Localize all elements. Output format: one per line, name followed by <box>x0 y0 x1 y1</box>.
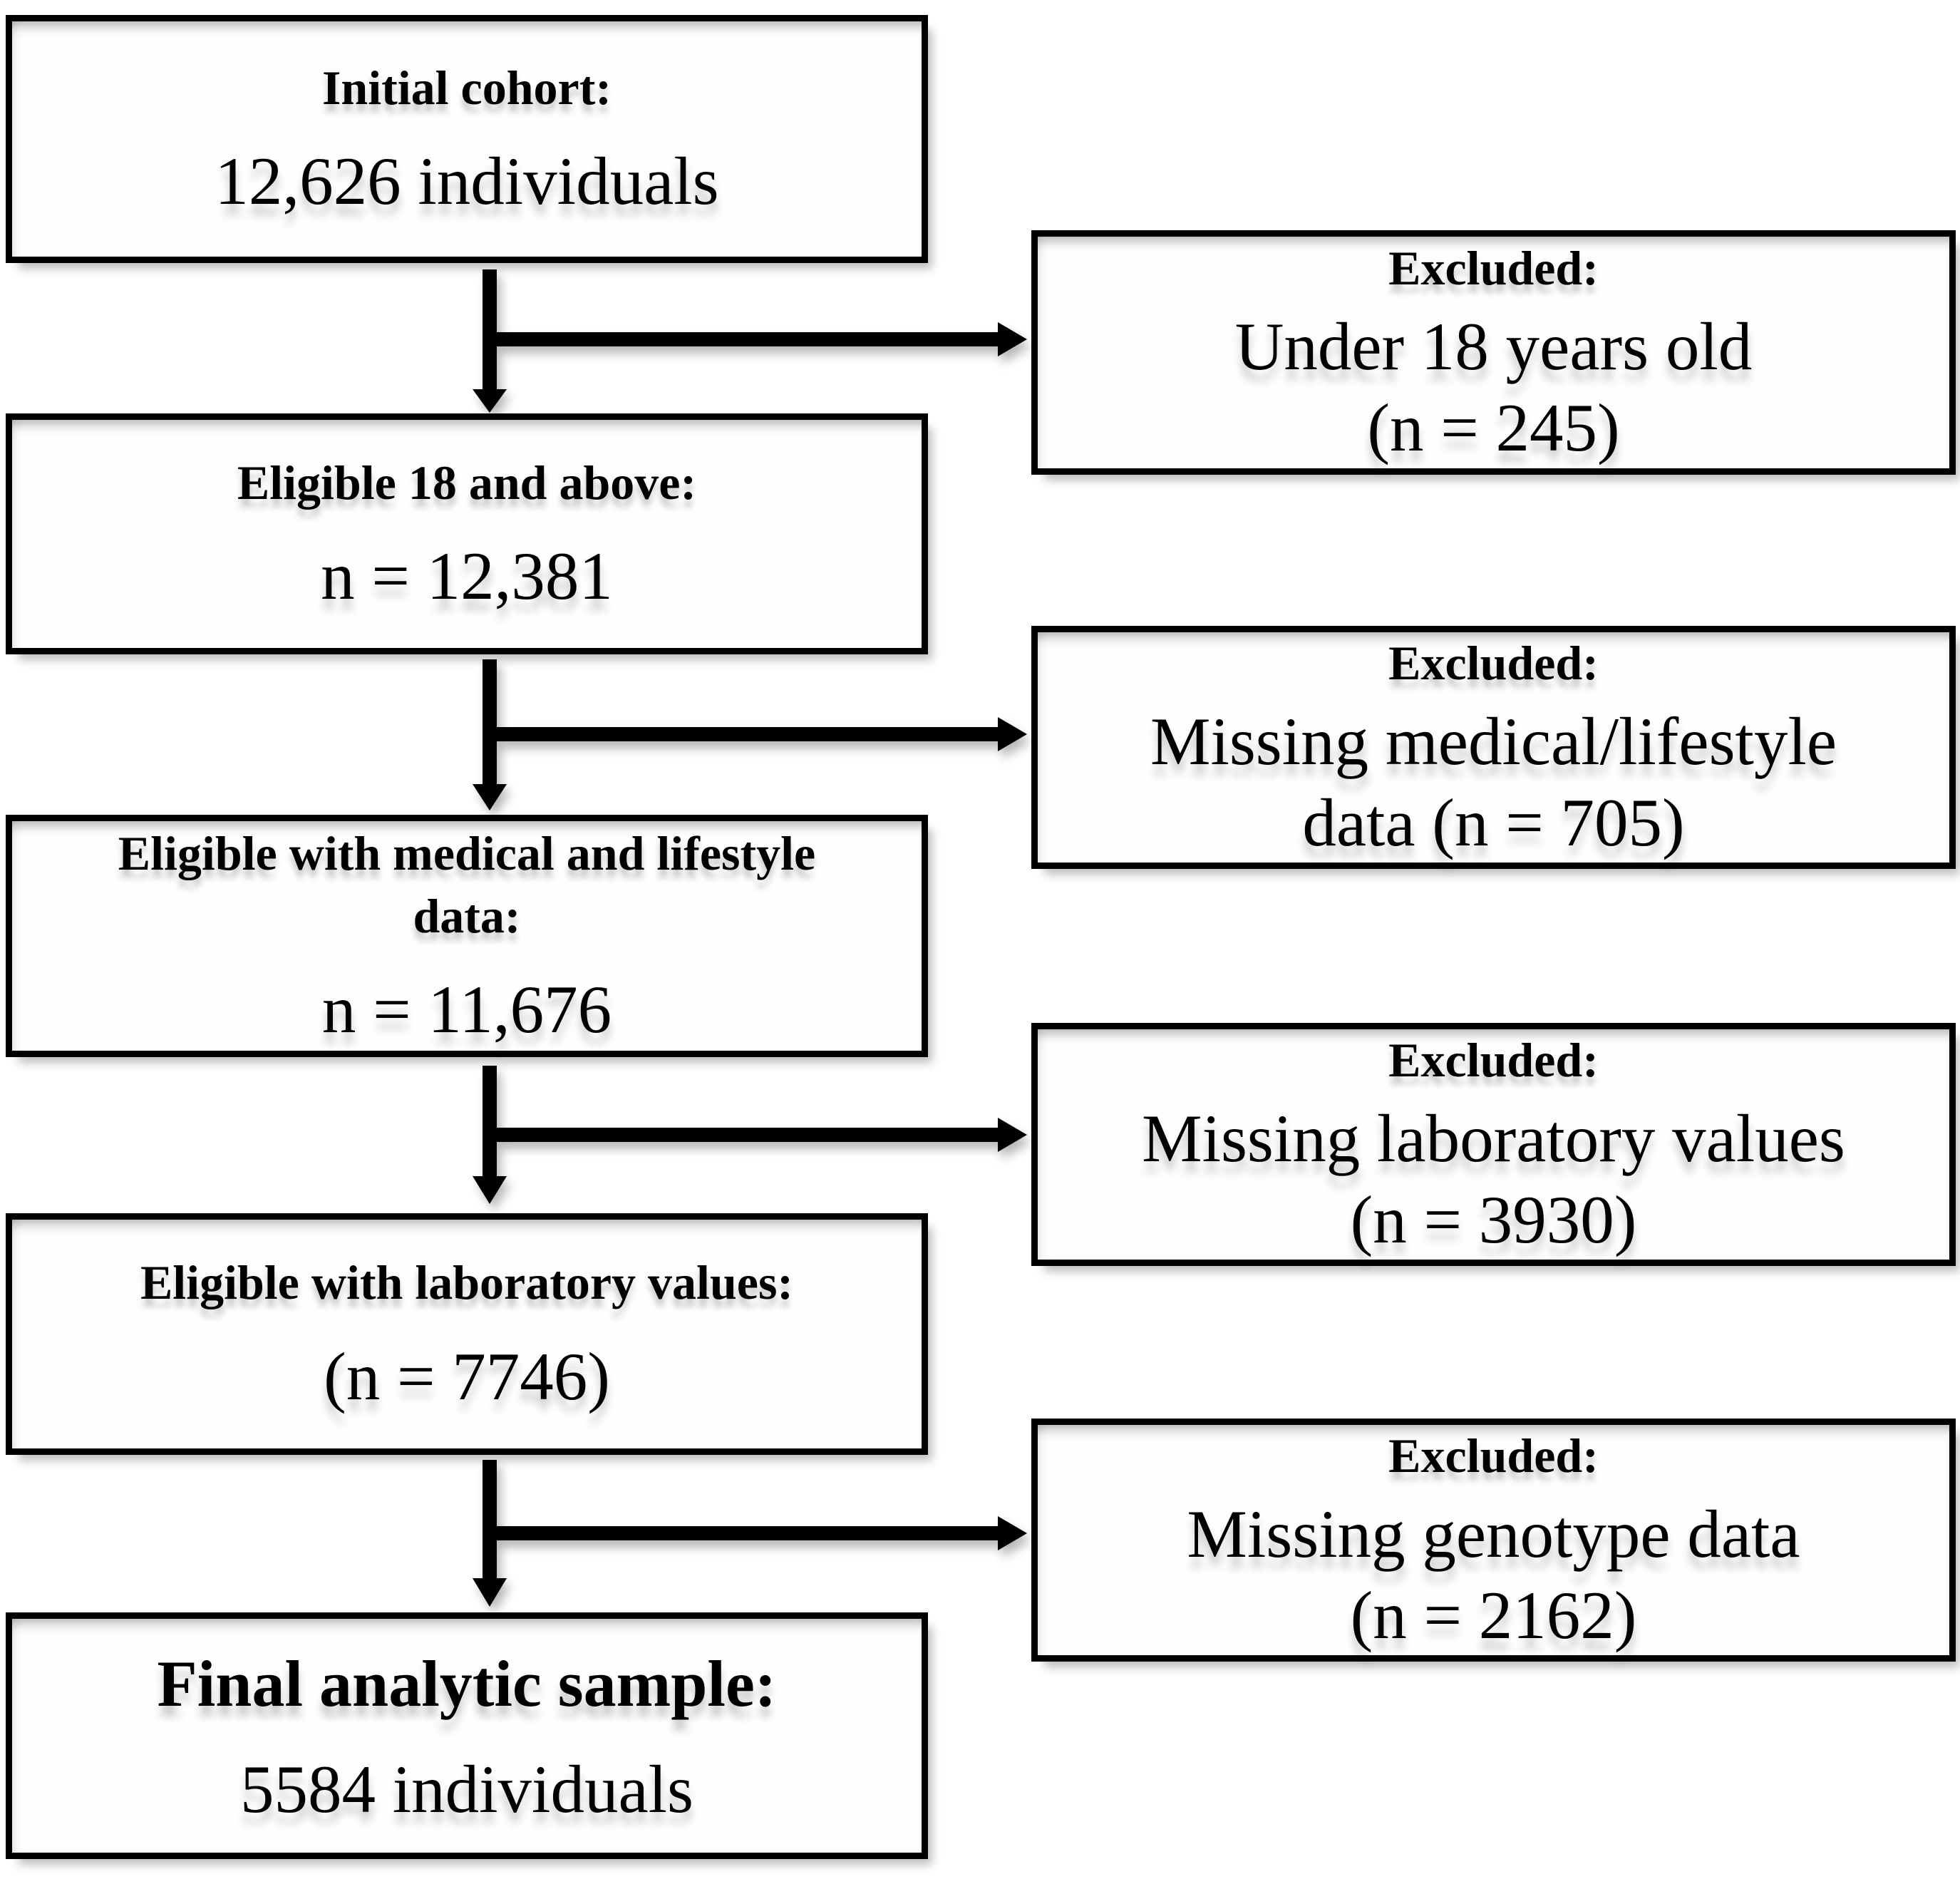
exclusion-line: Missing genotype data <box>1187 1496 1800 1572</box>
box-label: Initial cohort: <box>321 60 612 115</box>
exclusion-line: Under 18 years old <box>1234 308 1753 384</box>
branch-excluded-genotype <box>490 1516 1027 1550</box>
exclusion-line: Missing medical/lifestyle <box>1150 703 1837 779</box>
box-excluded-under-18: Excluded: Under 18 years old (n = 245) <box>1031 230 1956 475</box>
box-label: Eligible 18 and above: <box>237 455 697 510</box>
branch-excluded-laboratory <box>490 1118 1027 1152</box>
exclusion-label: Excluded: <box>1388 636 1599 691</box>
exclusion-line: (n = 3930) <box>1350 1181 1637 1257</box>
exclusion-line: (n = 245) <box>1367 389 1620 465</box>
exclusion-line: Missing laboratory values <box>1142 1100 1845 1176</box>
exclusion-label: Excluded: <box>1388 241 1599 296</box>
exclusion-line: (n = 2162) <box>1350 1577 1637 1653</box>
exclusion-label: Excluded: <box>1388 1033 1599 1088</box>
box-value: 5584 individuals <box>240 1751 693 1827</box>
box-value: n = 11,676 <box>321 972 612 1048</box>
box-value: 12,626 individuals <box>215 143 719 220</box>
box-eligible-18-and-above: Eligible 18 and above: n = 12,381 <box>6 413 928 654</box>
box-label: Eligible with laboratory values: <box>140 1255 794 1310</box>
branch-excluded-medical-lifestyle <box>490 717 1027 751</box>
arrow-laboratory-to-final <box>473 1460 507 1607</box>
box-label-line: Eligible with medical and lifestyle <box>118 825 816 880</box>
box-label-line: data: <box>413 889 521 943</box>
box-eligible-laboratory-values: Eligible with laboratory values: (n = 77… <box>6 1213 928 1455</box>
arrow-initial-to-eligible18 <box>473 269 507 413</box>
box-label: Eligible with medical and lifestyle data… <box>118 822 815 948</box>
exclusion-label: Excluded: <box>1388 1428 1599 1483</box>
branch-excluded-under18 <box>490 322 1027 356</box>
box-label: Final analytic sample: <box>157 1647 777 1721</box>
box-value: (n = 7746) <box>324 1338 610 1414</box>
box-excluded-missing-laboratory: Excluded: Missing laboratory values (n =… <box>1031 1023 1956 1266</box>
box-value: n = 12,381 <box>321 538 613 614</box>
box-final-analytic-sample: Final analytic sample: 5584 individuals <box>6 1612 928 1859</box>
exclusion-line: data (n = 705) <box>1302 784 1685 860</box>
box-eligible-medical-lifestyle: Eligible with medical and lifestyle data… <box>6 815 928 1057</box>
arrow-medical-to-laboratory <box>473 1066 507 1204</box>
box-initial-cohort: Initial cohort: 12,626 individuals <box>6 15 928 263</box>
box-excluded-missing-genotype: Excluded: Missing genotype data (n = 216… <box>1031 1419 1956 1662</box>
box-excluded-missing-medical-lifestyle: Excluded: Missing medical/lifestyle data… <box>1031 626 1956 869</box>
arrow-eligible18-to-medical <box>473 659 507 810</box>
